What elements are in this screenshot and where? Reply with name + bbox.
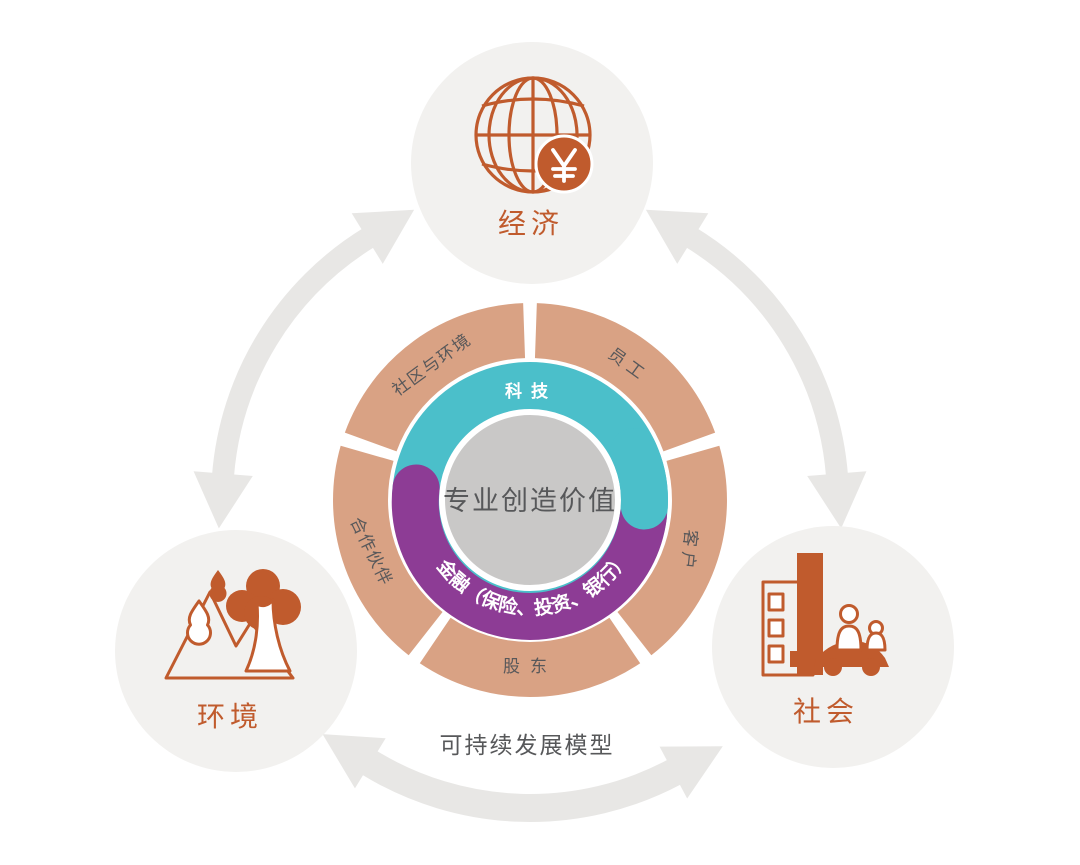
ring-segment-partners [333, 445, 444, 656]
center-label: 专业创造价值 [443, 486, 617, 516]
building-window [767, 592, 785, 612]
inner-ring-tech-cap [610, 428, 668, 530]
mountain-tree-icon [164, 569, 301, 680]
ring-segment-community-environment [344, 303, 526, 453]
society-label: 社会 [793, 696, 859, 727]
inner-ring-finance [391, 464, 667, 640]
ring-label-shareholders: 股东 [503, 657, 557, 676]
node-economy: 经济 [411, 42, 653, 284]
building-window [767, 644, 785, 664]
capability-ring [391, 362, 668, 640]
ring-segment-customers [616, 445, 727, 656]
globe-yuan-icon [474, 76, 594, 194]
arrow-economy-environment [193, 209, 415, 529]
person-body-small [865, 631, 887, 652]
arrow-economy-society [645, 209, 867, 529]
car-wheel [824, 658, 842, 676]
person-head [839, 604, 859, 624]
node-environment: 环境 [115, 530, 357, 772]
node-society: 社会 [712, 526, 954, 768]
ring-segment-shareholders [419, 617, 641, 697]
water-drop-large [186, 599, 212, 646]
person-body [835, 624, 863, 652]
city-people-icon [761, 553, 889, 677]
building-window [767, 618, 785, 638]
ring-label-customers: 客户 [677, 529, 700, 575]
water-drop-small [209, 570, 227, 602]
cycle-arrows [193, 209, 867, 822]
arrow-environment-society [322, 734, 723, 822]
stakeholder-ring [333, 303, 727, 697]
yuan-symbol [551, 148, 577, 183]
tree-trunk [244, 598, 292, 673]
center-circle [441, 411, 619, 589]
tech-label: 科技 [505, 381, 557, 401]
environment-label: 环境 [197, 701, 263, 732]
car-wheel [862, 658, 880, 676]
platform [790, 651, 822, 667]
diagram-title: 可持续发展模型 [440, 732, 615, 758]
ring-segment-employees [534, 303, 716, 453]
economy-label: 经济 [498, 208, 564, 239]
